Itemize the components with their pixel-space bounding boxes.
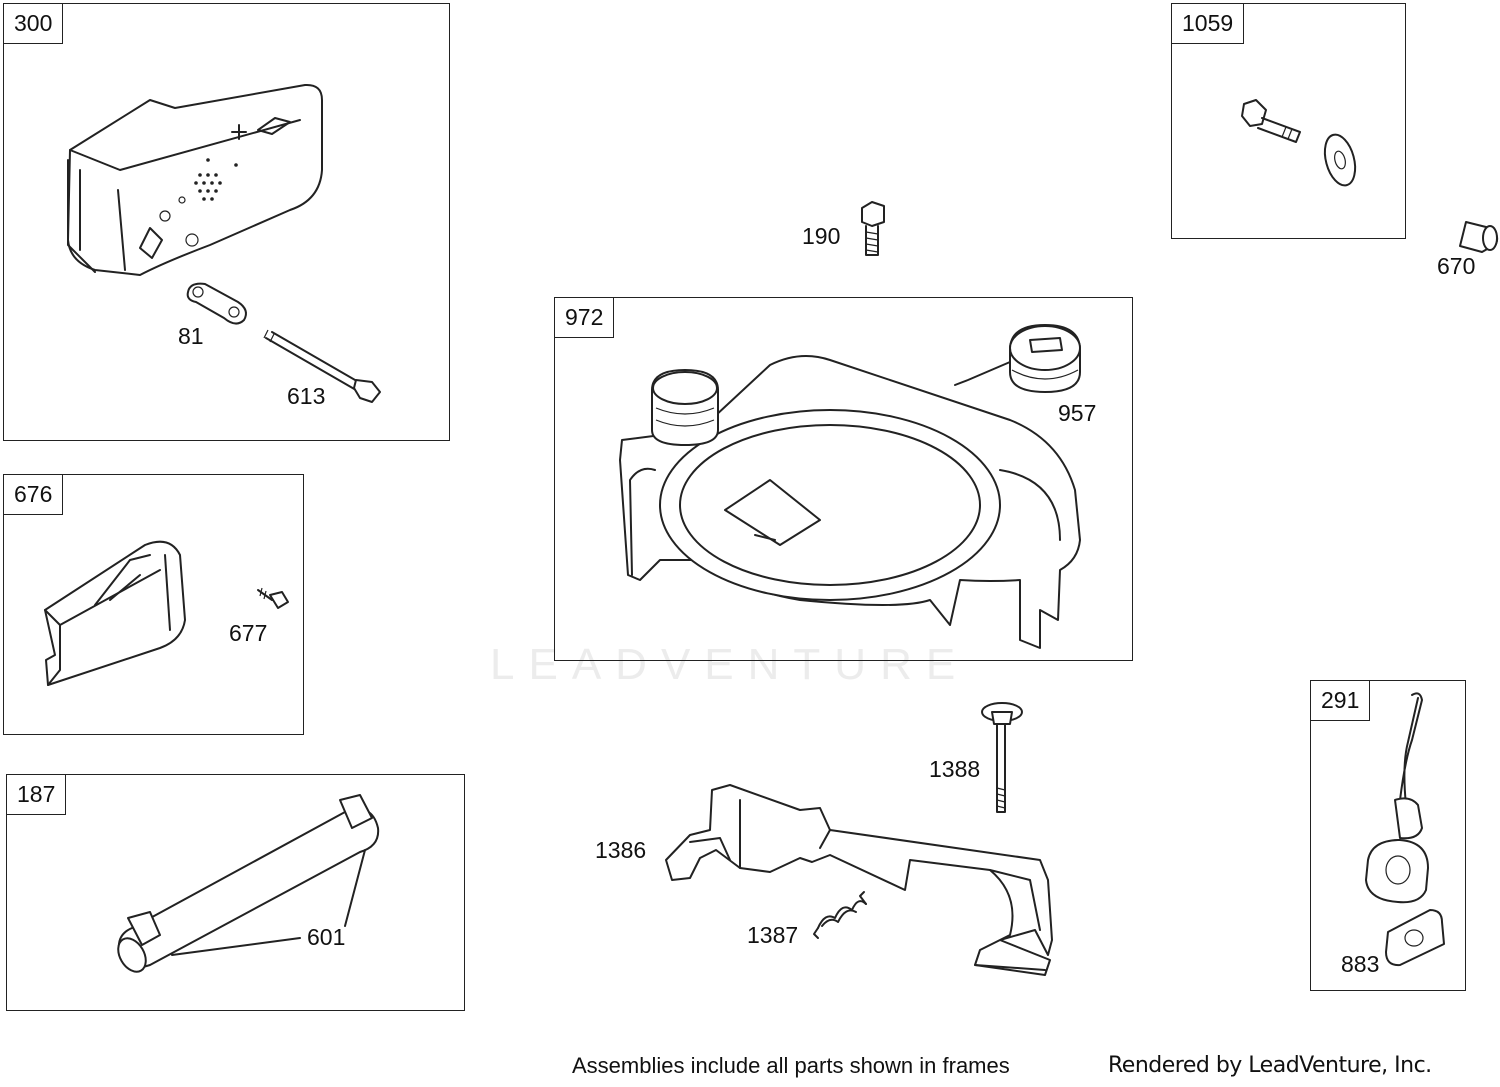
screw-677-part [257,587,289,609]
frame-1059-bolt-assembly: 1059 [1171,3,1406,239]
bolt-190-part [861,201,885,256]
callout-601: 601 [307,924,346,950]
callout-883: 883 [1341,951,1380,977]
callout-613: 613 [287,383,326,409]
callout-1388: 1388 [929,756,981,782]
frame-label-972: 972 [554,297,615,338]
bolt-613-part [263,329,381,403]
bolt-1059-part [1241,99,1357,187]
bolt-1388-part [981,702,1023,813]
callout-81: 81 [178,323,204,349]
switch-291-part [1365,692,1445,967]
muffler-part [67,83,323,276]
frame-label-300: 300 [3,3,64,44]
callout-190: 190 [802,223,841,249]
callout-677: 677 [229,620,268,646]
fuel-cap-957-part [954,324,1081,393]
frame-291-switch-assembly: 291 [1310,680,1466,991]
frame-label-187: 187 [6,774,67,815]
callout-1386: 1386 [595,837,647,863]
tube-601-part [117,794,380,973]
lever-1386-part [665,784,1053,976]
frame-label-676: 676 [3,474,64,515]
frame-label-291: 291 [1310,680,1371,721]
callout-670: 670 [1437,253,1476,279]
spacer-670-part [1459,221,1499,253]
spring-1387-part [813,891,867,939]
frame-676-guard-assembly: 676 [3,474,304,735]
leadventure-watermark: LEADVENTURE [490,640,970,689]
assemblies-note: Assemblies include all parts shown in fr… [572,1053,1010,1078]
callout-957: 957 [1058,400,1097,426]
callout-1387: 1387 [747,922,799,948]
bracket-81-part [186,282,247,325]
frame-972-fuel-tank-assembly: 972 [554,297,1133,661]
fuel-tank-972-part [619,355,1081,649]
rendered-by-credit: Rendered by LeadVenture, Inc. [1108,1053,1432,1078]
frame-187-tube-assembly: 187 [6,774,465,1011]
guard-676-part [44,540,186,686]
frame-300-muffler-assembly: 300 [3,3,450,441]
frame-label-1059: 1059 [1171,3,1245,44]
